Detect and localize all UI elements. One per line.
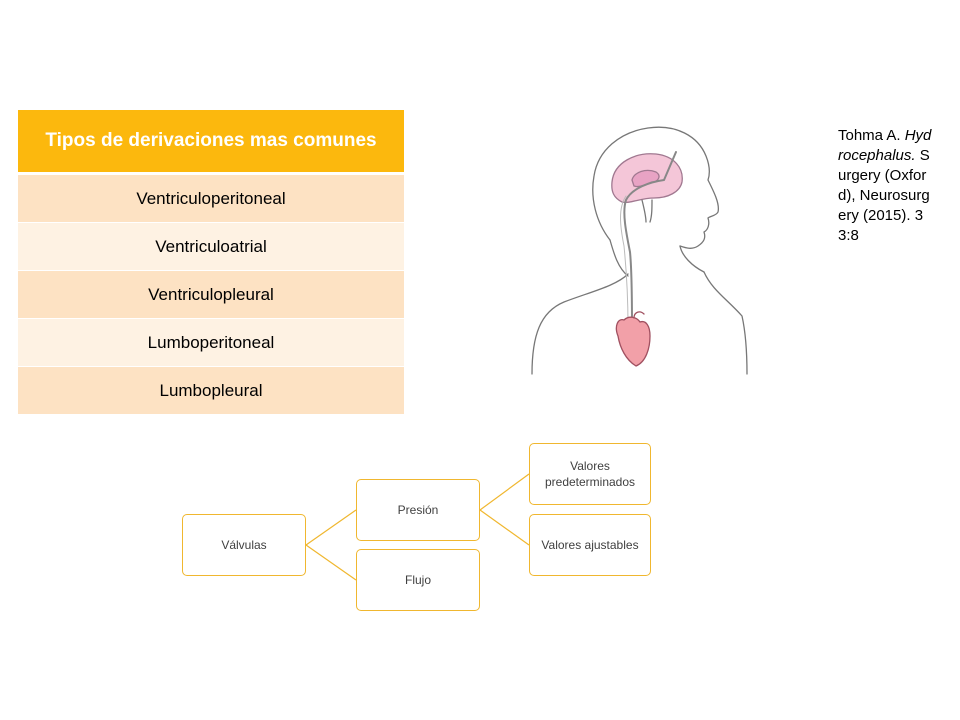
torso-outline <box>531 271 748 375</box>
brainstem <box>641 199 653 223</box>
connector-root-pressure <box>305 509 357 546</box>
neck-outline <box>609 239 705 277</box>
connector-pressure-adjustable <box>479 509 530 546</box>
heart-region <box>615 316 651 367</box>
table-header-row: Tipos de derivaciones mas comunes <box>18 110 404 175</box>
node-valves: Válvulas <box>182 514 306 576</box>
table-cell: Lumboperitoneal <box>18 318 404 367</box>
citation: Tohma A. Hydrocephalus. Surgery (Oxford)… <box>838 126 934 246</box>
citation-rest: Surgery (Oxford), Neurosurgery (2015). 3… <box>838 147 930 244</box>
table-cell: Ventriculoatrial <box>18 222 404 271</box>
node-preset-values-label: Valores predeterminados <box>544 459 636 489</box>
aorta <box>633 311 645 319</box>
table-header: Tipos de derivaciones mas comunes <box>18 110 404 175</box>
node-flow-label: Flujo <box>404 573 431 587</box>
citation-journal: Hydrocephalus. <box>838 127 932 164</box>
table-cell: Ventriculopleural <box>18 270 404 319</box>
head-outline <box>592 126 720 249</box>
connector-pressure-preset <box>479 473 530 511</box>
table-cell: Lumbopleural <box>18 366 404 414</box>
node-adjustable-values-label: Valores ajustables <box>541 538 639 552</box>
node-flow: Flujo <box>356 549 480 611</box>
node-preset-values: Valores predeterminados <box>529 443 651 505</box>
node-adjustable-values: Valores ajustables <box>529 514 651 576</box>
table-row: Ventriculoperitoneal <box>18 173 404 223</box>
table-cell: Ventriculoperitoneal <box>18 173 404 223</box>
citation-author: Tohma A. <box>838 127 901 144</box>
table-row: Ventriculopleural <box>18 270 404 319</box>
shunt-types-table: Tipos de derivaciones mas comunes Ventri… <box>18 110 404 414</box>
table-row: Ventriculoatrial <box>18 222 404 271</box>
table-row: Lumbopleural <box>18 366 404 414</box>
node-pressure-label: Presión <box>397 503 439 517</box>
shunt-catheter <box>623 151 677 329</box>
shunt-catheter-inner <box>620 195 629 327</box>
table-row: Lumboperitoneal <box>18 318 404 367</box>
shunt-anatomy-illustration <box>531 126 748 375</box>
node-valves-label: Válvulas <box>221 538 267 552</box>
connector-root-flow <box>305 544 357 581</box>
node-pressure: Presión <box>356 479 480 541</box>
